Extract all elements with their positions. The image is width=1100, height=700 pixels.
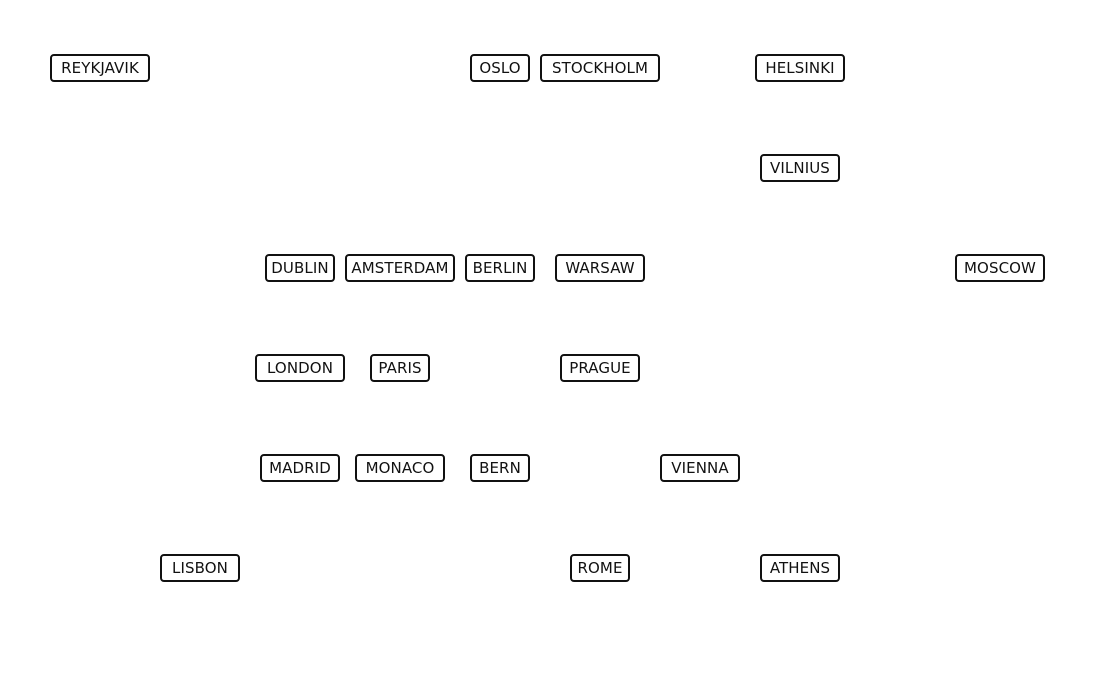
city-button-monaco[interactable]: MONACO (355, 454, 445, 482)
city-button-oslo[interactable]: OSLO (470, 54, 530, 82)
city-button-vilnius[interactable]: VILNIUS (760, 154, 840, 182)
city-button-london[interactable]: LONDON (255, 354, 345, 382)
city-button-prague[interactable]: PRAGUE (560, 354, 640, 382)
city-button-amsterdam[interactable]: AMSTERDAM (345, 254, 455, 282)
city-button-bern[interactable]: BERN (470, 454, 530, 482)
city-button-stockholm[interactable]: STOCKHOLM (540, 54, 660, 82)
city-button-paris[interactable]: PARIS (370, 354, 430, 382)
city-button-athens[interactable]: ATHENS (760, 554, 840, 582)
city-button-dublin[interactable]: DUBLIN (265, 254, 335, 282)
city-button-reykjavik[interactable]: REYKJAVIK (50, 54, 150, 82)
city-button-helsinki[interactable]: HELSINKI (755, 54, 845, 82)
city-button-warsaw[interactable]: WARSAW (555, 254, 645, 282)
city-button-berlin[interactable]: BERLIN (465, 254, 535, 282)
city-button-lisbon[interactable]: LISBON (160, 554, 240, 582)
city-button-madrid[interactable]: MADRID (260, 454, 340, 482)
city-button-vienna[interactable]: VIENNA (660, 454, 740, 482)
city-button-moscow[interactable]: MOSCOW (955, 254, 1045, 282)
city-button-rome[interactable]: ROME (570, 554, 630, 582)
